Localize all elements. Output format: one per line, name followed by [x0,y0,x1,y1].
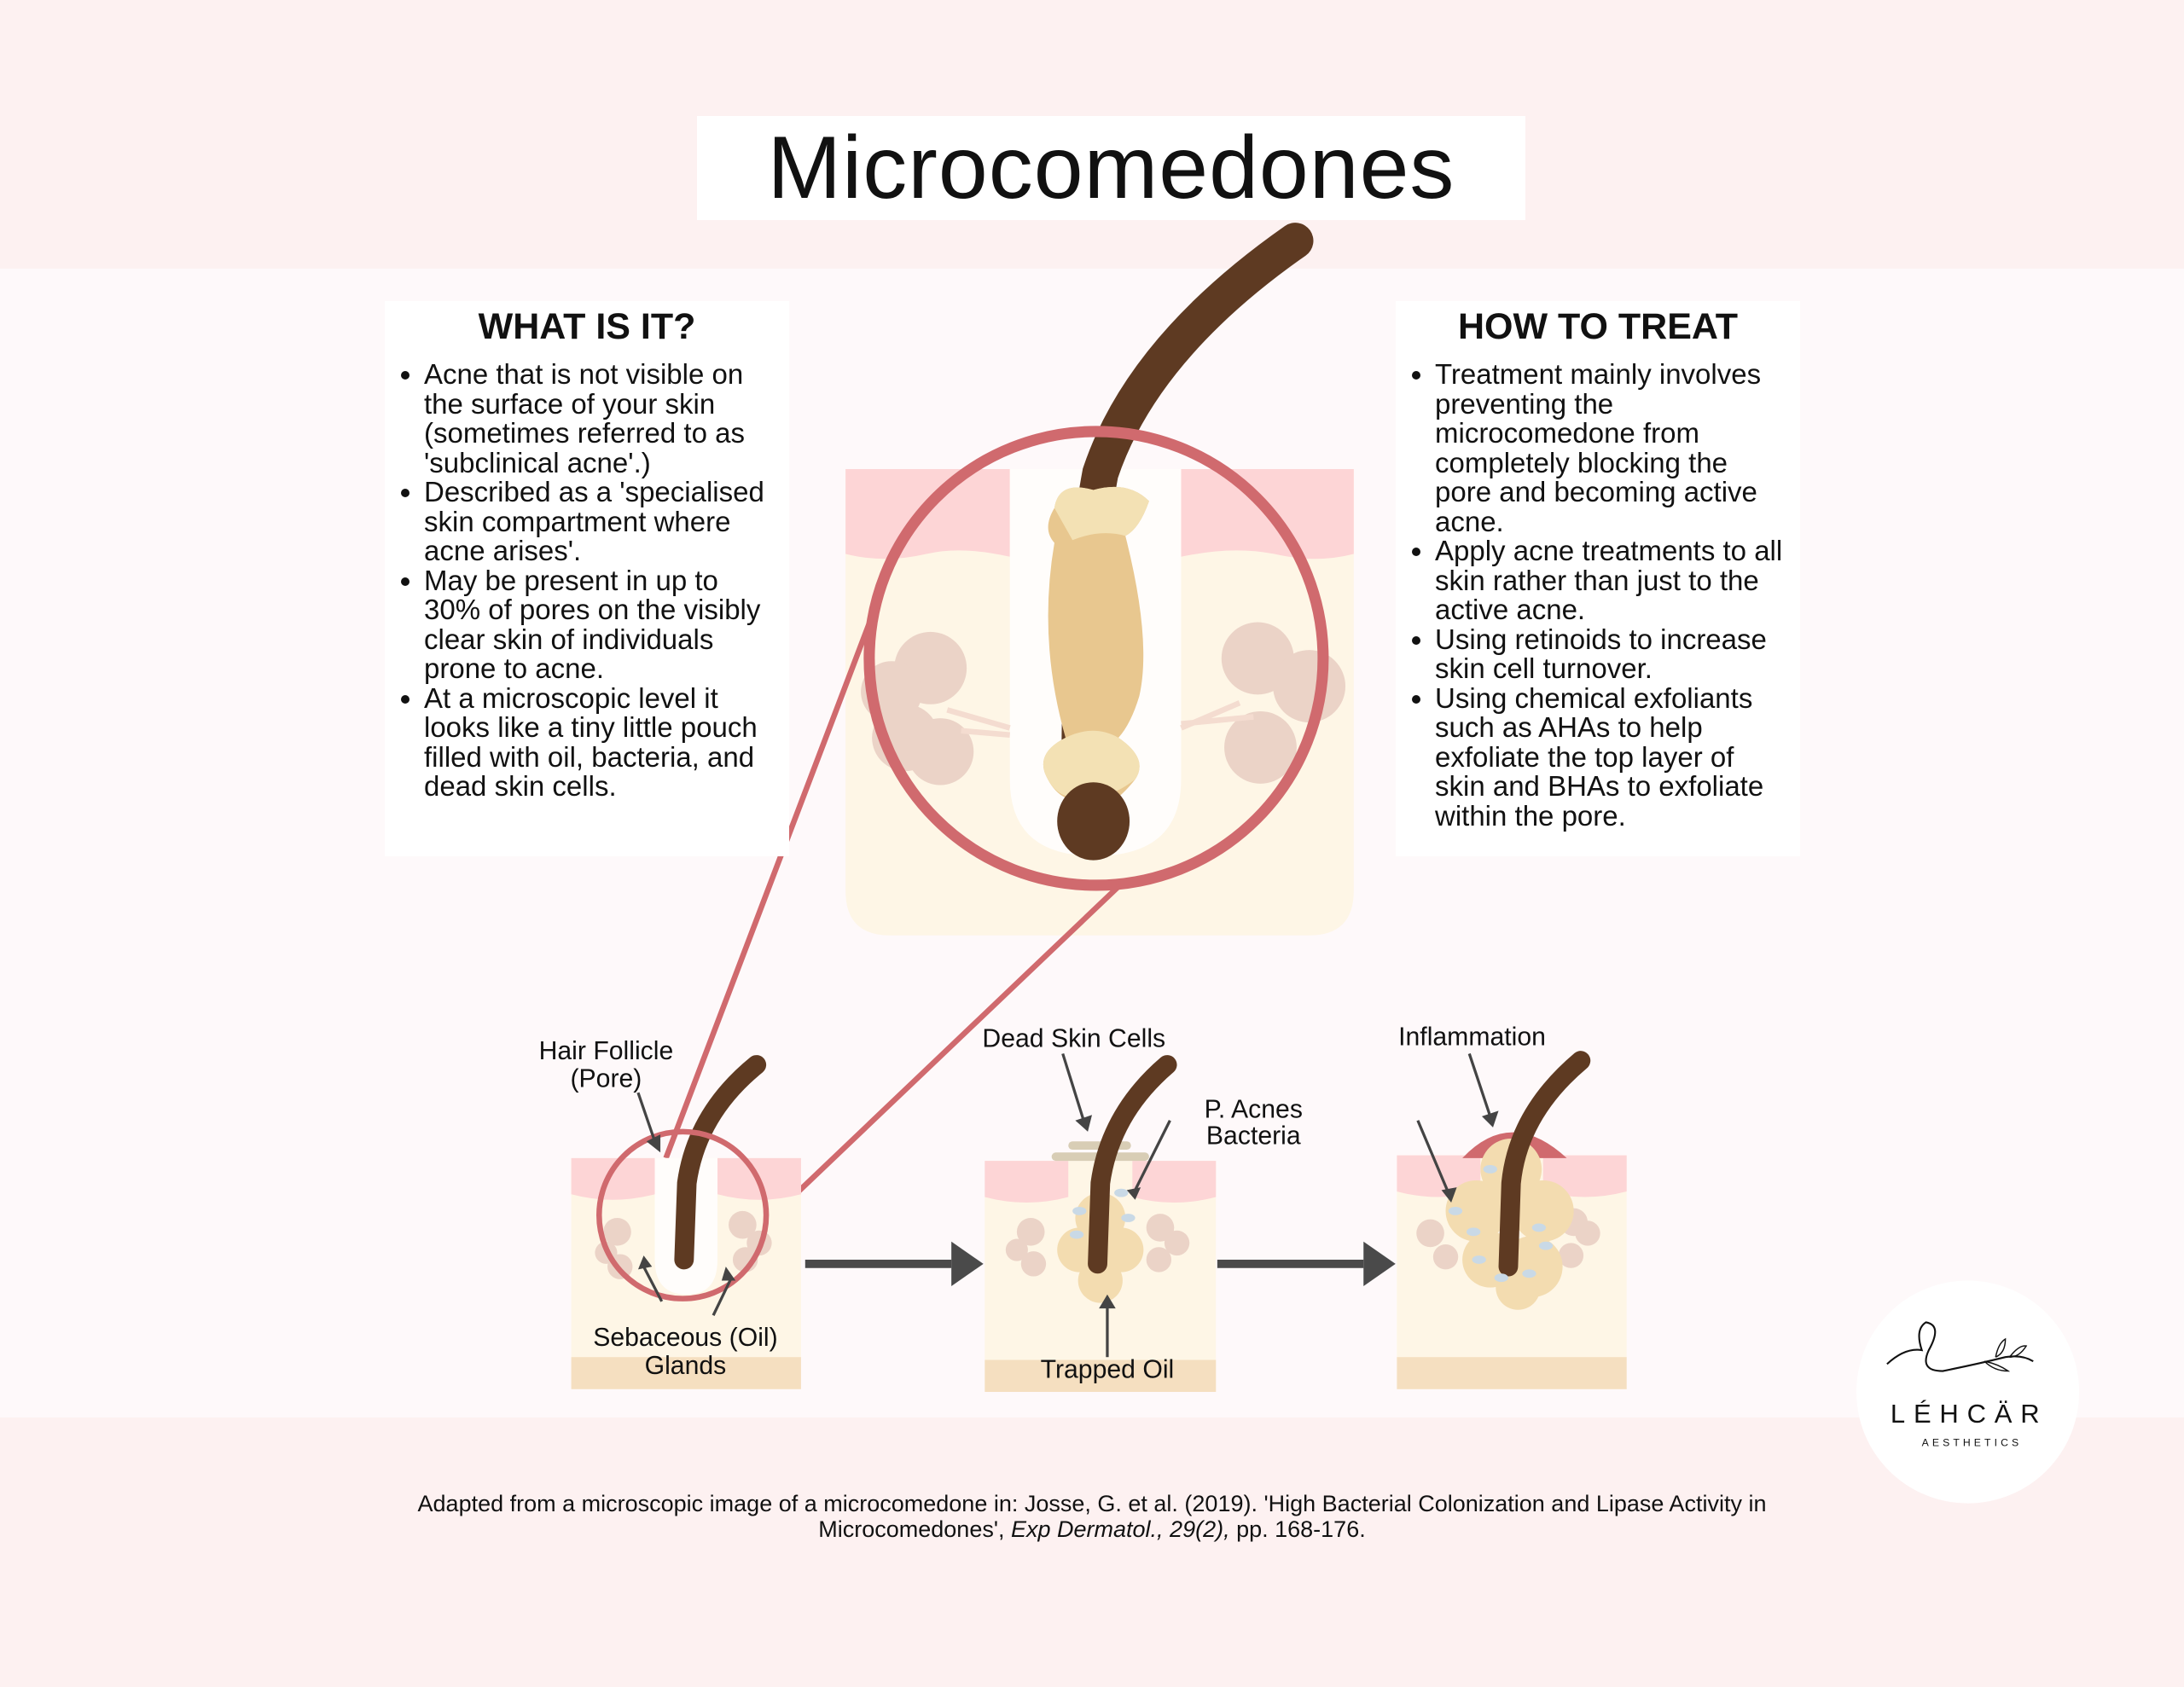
list-item: Acne that is not visible on the surface … [424,359,781,478]
label-hair-follicle: Hair Follicle [539,1037,674,1065]
label-bacteria: Bacteria [1206,1122,1301,1151]
how-to-treat-list: Treatment mainly involves preventing the… [1404,359,1792,832]
list-item: Apply acne treatments to all skin rather… [1435,536,1792,625]
label-glands: Glands [645,1352,727,1380]
label-pore: (Pore) [570,1065,642,1093]
lehcar-logo: LÉHCÄR AESTHETICS [1856,1280,2080,1504]
label-pointers [636,1052,1492,1358]
zoom-connector-lines [663,611,1124,1227]
citation-line-2: Microcomedones', Exp Dermatol., 29(2), p… [0,1516,2184,1542]
what-is-it-list: Acne that is not visible on the surface … [393,359,781,802]
list-item: Using chemical exfoliants such as AHAs t… [1435,683,1792,832]
logo-subtitle: AESTHETICS [1922,1437,2023,1449]
list-item: Described as a 'specialised skin compart… [424,477,781,566]
list-item: At a microscopic level it looks like a t… [424,683,781,802]
label-dead-skin-cells: Dead Skin Cells [982,1024,1165,1052]
how-to-treat-panel: HOW TO TREAT Treatment mainly involves p… [1396,301,1800,856]
citation-title-end: Microcomedones', [818,1516,1011,1542]
healthy-pore-diagram [571,1055,801,1389]
label-trapped-oil: Trapped Oil [1041,1356,1175,1384]
logo-wordmark: LÉHCÄR [1891,1399,2048,1429]
citation: Adapted from a microscopic image of a mi… [0,1491,2184,1542]
zoomed-skin-block [845,223,1354,936]
list-item: Using retinoids to increase skin cell tu… [1435,624,1792,684]
label-inflammation: Inflammation [1398,1023,1546,1052]
citation-journal: Exp Dermatol., 29(2), [1011,1516,1230,1542]
list-item: Treatment mainly involves preventing the… [1435,359,1792,536]
what-is-it-panel: WHAT IS IT? Acne that is not visible on … [385,301,789,856]
what-is-it-heading: WHAT IS IT? [478,306,696,347]
list-item: May be present in up to 30% of pores on … [424,565,781,684]
label-sebaceous: Sebaceous (Oil) [593,1324,777,1352]
process-arrows [804,1241,1396,1286]
clogged-pore-diagram [985,1055,1217,1393]
page-title: Microcomedones [697,116,1525,220]
citation-line-1: Adapted from a microscopic image of a mi… [417,1491,1767,1516]
magnifier-ring [863,426,1329,891]
citation-pages: pp. 168-176. [1229,1516,1366,1542]
inflamed-pore-diagram [1397,1051,1627,1389]
how-to-treat-heading: HOW TO TREAT [1457,306,1739,347]
label-p-acnes: P. Acnes [1205,1096,1303,1124]
sebaceous-glands-zoomed [861,622,1346,786]
